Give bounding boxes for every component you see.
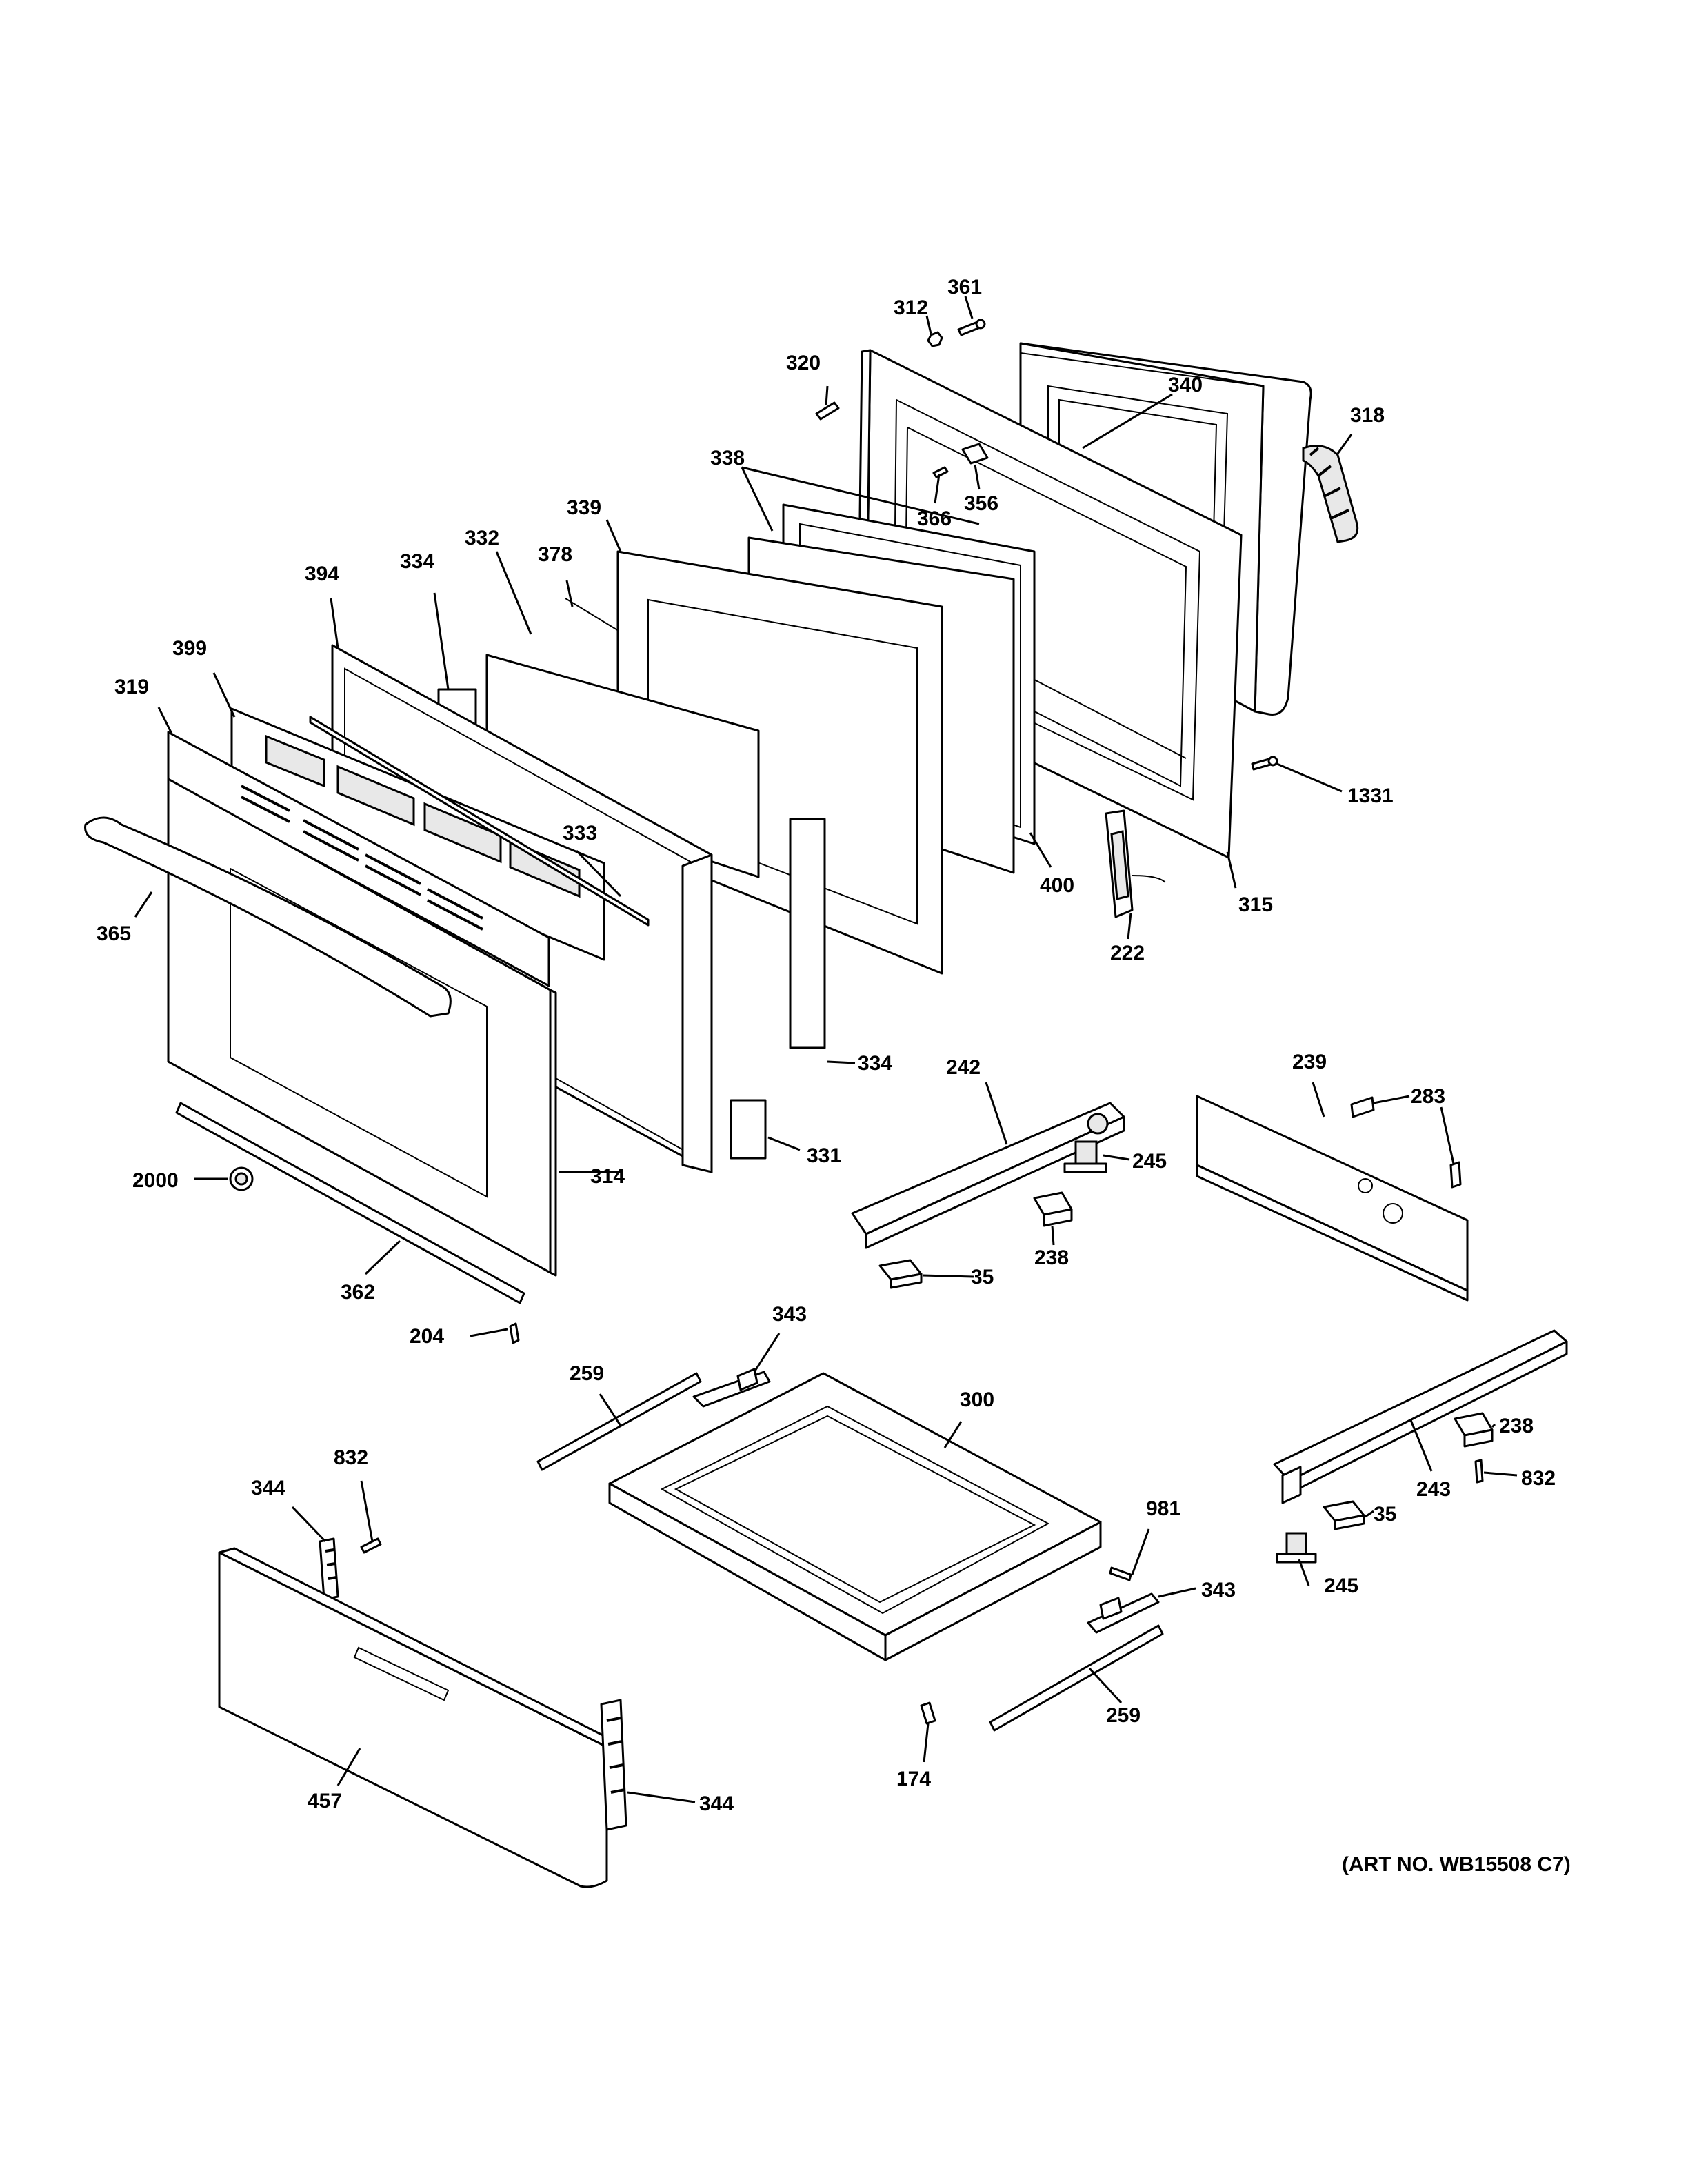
part-245-leveling-leg-right [1276,1532,1317,1564]
callout-339: 339 [567,496,601,519]
part-239-back-panel [1196,1095,1469,1302]
callout-319: 319 [114,676,149,698]
callout-243: 243 [1416,1478,1451,1501]
callout-314: 314 [590,1165,625,1188]
callout-259a: 259 [570,1362,604,1385]
callout-361: 361 [947,276,982,299]
callout-399: 399 [172,637,207,660]
part-333-trim-strip [309,716,650,927]
part-344-drawer-bracket-top [319,1537,339,1601]
part-362-bottom-trim [175,1102,525,1304]
callout-245b: 245 [1324,1575,1358,1597]
callout-331: 331 [807,1144,841,1167]
callout-238a: 238 [1034,1246,1069,1269]
leader-lines [134,296,1518,1803]
callout-334a: 334 [400,550,434,573]
part-174-screw [920,1701,936,1725]
part-243-side-trim [1273,1329,1568,1504]
callout-378: 378 [538,543,572,566]
part-334-insulation-strip-right [789,818,826,1049]
part-204-screw [509,1322,520,1344]
callout-366: 366 [917,507,952,530]
part-222-hinge [1105,809,1166,918]
callout-35a: 35 [971,1266,994,1288]
callout-332: 332 [465,527,499,549]
part-366-screw [932,466,949,478]
callout-356: 356 [964,492,998,515]
callout-259b: 259 [1106,1704,1141,1727]
callout-300: 300 [960,1388,994,1411]
callout-1331: 1331 [1347,785,1394,807]
callout-242: 242 [946,1056,981,1079]
part-238-foot-right [1454,1412,1494,1448]
part-365-handle [84,816,452,1018]
part-300-drawer-box [608,1372,1102,1661]
callout-283: 283 [1411,1085,1445,1108]
callout-338: 338 [710,447,745,469]
part-35-foot-pad [878,1259,923,1289]
callout-343b: 343 [1201,1579,1236,1601]
part-832-screw-right [1474,1459,1484,1484]
callout-394: 394 [305,563,339,585]
part-2000-badge [229,1166,254,1191]
part-361-screw [957,318,986,336]
part-1331-screw [1251,756,1278,771]
callout-344a: 344 [251,1477,285,1499]
callout-318: 318 [1350,404,1385,427]
part-320-pin [815,401,840,421]
callout-labels: 312 361 320 340 318 338 366 356 339 332 … [97,276,1571,1876]
callout-238b: 238 [1499,1415,1534,1437]
callout-35b: 35 [1374,1503,1396,1526]
callout-174: 174 [896,1768,931,1790]
callout-400: 400 [1040,874,1074,897]
part-238-foot [1033,1191,1073,1227]
callout-320: 320 [786,352,821,374]
callout-981: 981 [1146,1497,1180,1520]
part-242-side-trim [851,1102,1125,1249]
part-35-foot-pad-right [1323,1500,1365,1530]
part-344-drawer-bracket-bottom [600,1699,627,1831]
part-245-leveling-leg [1063,1140,1107,1173]
part-259-drawer-rail-bottom [989,1624,1164,1732]
part-457-drawer-front [218,1547,608,1888]
callout-204: 204 [410,1325,444,1348]
part-318-gasket [1302,445,1359,543]
part-312-nut [927,331,943,347]
callout-832b: 832 [1521,1467,1556,1490]
callout-312: 312 [894,296,928,319]
part-981-screw [1109,1566,1132,1581]
callout-334b: 334 [858,1052,892,1075]
part-331-insulation-block [730,1099,767,1160]
callout-365: 365 [97,922,131,945]
callout-239: 239 [1292,1051,1327,1073]
callout-344b: 344 [699,1792,734,1815]
part-343-slide-top [692,1368,771,1408]
art-number: (ART NO. WB15508 C7) [1342,1853,1571,1876]
part-356-bracket [961,443,989,465]
callout-362: 362 [341,1281,375,1304]
callout-2000: 2000 [132,1169,179,1192]
callout-333: 333 [563,822,597,845]
callout-245a: 245 [1132,1150,1167,1173]
callout-457: 457 [308,1790,342,1812]
callout-340: 340 [1168,374,1203,396]
part-343-slide-bottom [1087,1593,1160,1634]
callout-315: 315 [1238,893,1273,916]
callout-343a: 343 [772,1303,807,1326]
callout-832a: 832 [334,1446,368,1469]
callout-222: 222 [1110,942,1145,964]
part-832-screw-left [360,1537,382,1554]
part-283-bracket [1350,1096,1462,1189]
part-259-drawer-rail-top [536,1372,702,1471]
part-319-vent-panel [167,731,550,987]
